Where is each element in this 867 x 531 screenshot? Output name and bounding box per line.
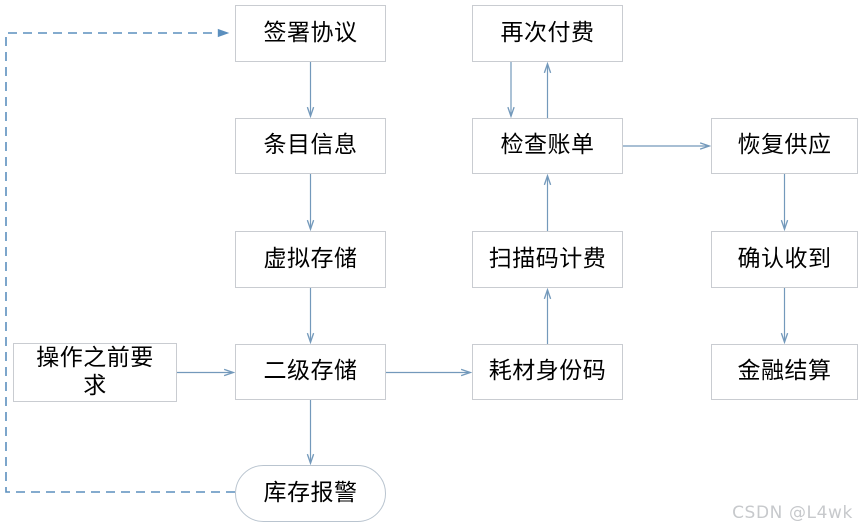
node-virtual-storage[interactable]: 虚拟存储	[235, 231, 386, 288]
watermark-text: CSDN @L4wk	[732, 503, 853, 523]
node-label: 耗材身份码	[488, 358, 607, 385]
node-label: 二级存储	[263, 358, 358, 385]
node-label: 操作之前要 求	[36, 345, 154, 399]
node-label: 条目信息	[263, 132, 358, 159]
node-scan-code-billing[interactable]: 扫描码计费	[472, 231, 623, 288]
node-material-id-code[interactable]: 耗材身份码	[472, 344, 623, 400]
node-check-bill[interactable]: 检查账单	[472, 118, 623, 174]
node-label: 库存报警	[263, 479, 358, 506]
node-secondary-storage[interactable]: 二级存储	[235, 344, 386, 400]
edge-stockwarn-to-sign	[5, 28, 235, 493]
node-label: 虚拟存储	[263, 245, 358, 272]
node-repay[interactable]: 再次付费	[472, 5, 623, 62]
node-terms[interactable]: 条目信息	[235, 118, 386, 174]
node-label: 恢复供应	[737, 132, 832, 159]
node-label: 检查账单	[500, 132, 595, 159]
node-pre-operation-request[interactable]: 操作之前要 求	[13, 343, 177, 402]
node-confirm-receipt[interactable]: 确认收到	[711, 231, 858, 288]
node-label: 扫描码计费	[488, 245, 607, 272]
node-sign[interactable]: 签署协议	[235, 5, 386, 62]
node-label: 确认收到	[737, 245, 832, 272]
node-stock-alarm[interactable]: 库存报警	[235, 465, 386, 522]
node-label: 签署协议	[263, 19, 358, 46]
node-resupply[interactable]: 恢复供应	[711, 118, 858, 174]
node-label: 金融结算	[737, 358, 832, 385]
node-label: 再次付费	[500, 19, 595, 46]
node-financial-settlement[interactable]: 金融结算	[711, 344, 858, 400]
